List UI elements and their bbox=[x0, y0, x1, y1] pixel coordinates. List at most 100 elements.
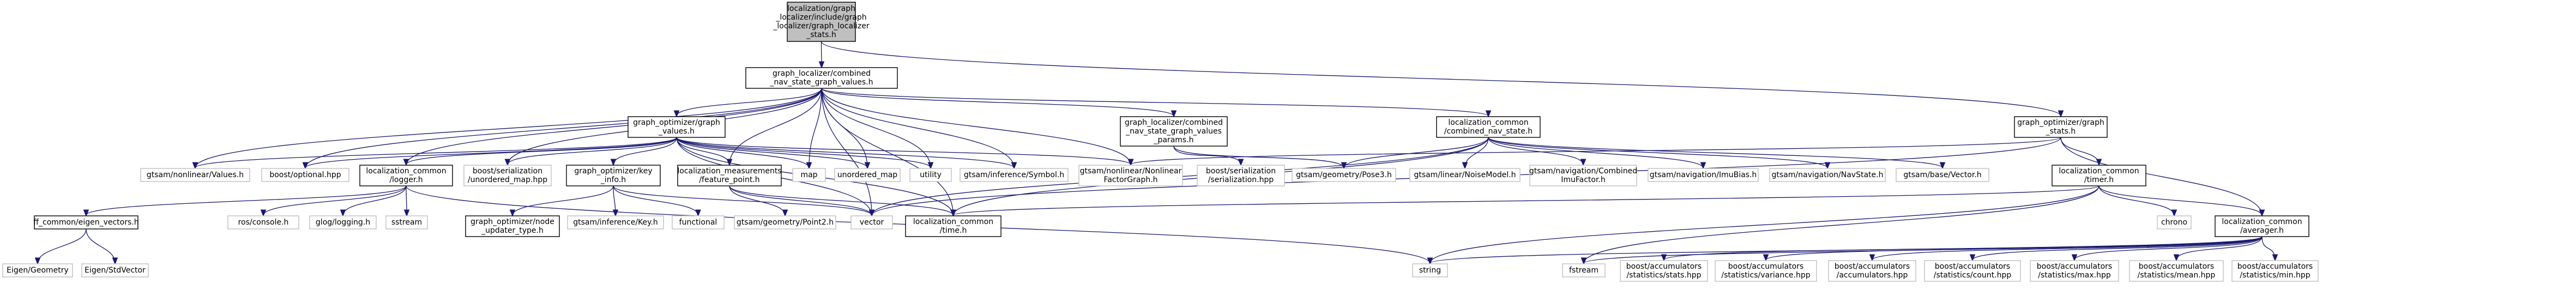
edge-cnv-values-to-vector bbox=[821, 88, 872, 215]
node-label-line: _stats.h bbox=[2046, 127, 2076, 136]
node-acc-mean[interactable]: boost/accumulators/statistics/mean.hpp bbox=[2129, 260, 2224, 282]
node-string[interactable]: string bbox=[1412, 263, 1448, 277]
node-map[interactable]: map bbox=[792, 168, 826, 182]
node-time-h[interactable]: localization_common/time.h bbox=[905, 215, 1002, 237]
node-logger[interactable]: localization_common/logger.h bbox=[359, 165, 453, 186]
node-label-line: boost/accumulators bbox=[2139, 262, 2214, 271]
node-fstream[interactable]: fstream bbox=[1562, 263, 1606, 277]
node-box bbox=[1896, 168, 1989, 182]
edge-cnv-values-to-logger bbox=[406, 88, 822, 165]
node-label-line: gtsam/navigation/ImuBias.h bbox=[1650, 171, 1757, 179]
node-lc-cnv-state[interactable]: localization_common/combined_nav_state.h bbox=[1436, 116, 1541, 138]
node-imubias[interactable]: gtsam/navigation/ImuBias.h bbox=[1648, 168, 1759, 182]
edge-logger-to-sstream bbox=[406, 185, 407, 215]
node-box bbox=[792, 168, 826, 182]
node-box bbox=[1562, 263, 1606, 277]
node-values-h[interactable]: gtsam/nonlinear/Values.h bbox=[140, 168, 250, 182]
node-label-line: /statistics/variance.hpp bbox=[1721, 271, 1810, 280]
edge-averager-to-acc-mean bbox=[2176, 236, 2263, 260]
node-feature-point[interactable]: localization_measurements/feature_point.… bbox=[677, 165, 782, 186]
node-label-line: boost/accumulators bbox=[1626, 262, 1702, 271]
node-eigen-stdvector[interactable]: Eigen/StdVector bbox=[81, 263, 149, 277]
node-box bbox=[1715, 260, 1817, 282]
node-root[interactable]: localization/graph_localizer/include/gra… bbox=[773, 2, 870, 42]
edge-go-values-to-map bbox=[676, 137, 809, 168]
node-acc-variance[interactable]: boost/accumulators/statistics/variance.h… bbox=[1715, 260, 1817, 282]
node-optional[interactable]: boost/optional.hpp bbox=[261, 168, 349, 182]
node-serialization[interactable]: boost/serialization/serialization.hpp bbox=[1197, 165, 1285, 186]
node-cnv-params[interactable]: graph_localizer/combined_nav_state_graph… bbox=[1120, 116, 1228, 147]
node-vector-h[interactable]: gtsam/base/Vector.h bbox=[1896, 168, 1989, 182]
node-box bbox=[677, 165, 782, 186]
edge-logger-to-glog bbox=[343, 185, 407, 215]
edge-averager-to-acc-max bbox=[2074, 236, 2263, 260]
node-key-h[interactable]: gtsam/inference/Key.h bbox=[567, 215, 664, 229]
edge-go-values-to-unordered-map bbox=[676, 137, 867, 168]
node-acc-stats[interactable]: boost/accumulators/statistics/stats.hpp bbox=[1620, 260, 1708, 282]
node-box bbox=[2014, 116, 2108, 138]
node-box bbox=[1197, 165, 1285, 186]
node-ff-eigen[interactable]: ff_common/eigen_vectors.h bbox=[33, 215, 139, 229]
node-box bbox=[1529, 165, 1637, 186]
node-point2[interactable]: gtsam/geometry/Point2.h bbox=[734, 215, 836, 229]
node-ros-console[interactable]: ros/console.h bbox=[227, 215, 299, 229]
node-node-updater[interactable]: graph_optimizer/node_updater_type.h bbox=[465, 215, 560, 237]
node-label-line: gtsam/nonlinear/Values.h bbox=[147, 171, 244, 179]
node-label-line: /feature_point.h bbox=[699, 176, 759, 184]
node-label-line: graph_optimizer/key bbox=[574, 167, 652, 176]
node-navstate[interactable]: gtsam/navigation/NavState.h bbox=[1769, 168, 1886, 182]
node-averager[interactable]: localization_common/averager.h bbox=[2215, 215, 2309, 237]
node-sstream[interactable]: sstream bbox=[385, 215, 428, 229]
node-go-values[interactable]: graph_optimizer/graph_values.h bbox=[628, 116, 726, 138]
node-box bbox=[2231, 260, 2319, 282]
node-label-line: unordered_map bbox=[837, 171, 897, 179]
node-acc-min[interactable]: boost/accumulators/statistics/min.hpp bbox=[2231, 260, 2319, 282]
edge-go-values-to-feature-point bbox=[676, 137, 729, 165]
node-label-line: localization_common bbox=[2059, 167, 2139, 176]
node-glog[interactable]: glog/logging.h bbox=[309, 215, 377, 229]
edge-go-values-to-key-info bbox=[613, 137, 677, 165]
edge-averager-to-acc-min bbox=[2261, 236, 2275, 260]
node-pose3[interactable]: gtsam/geometry/Pose3.h bbox=[1292, 168, 1396, 182]
node-unordered-map-hpp[interactable]: boost/serialization/unordered_map.hpp bbox=[463, 165, 552, 186]
node-box bbox=[463, 165, 552, 186]
node-noisemodel[interactable]: gtsam/linear/NoiseModel.h bbox=[1409, 168, 1521, 182]
node-go-stats[interactable]: graph_optimizer/graph_stats.h bbox=[2014, 116, 2108, 138]
node-label-line: graph_localizer/combined bbox=[1125, 118, 1223, 127]
edge-cnv-values-to-cnv-params bbox=[821, 88, 1174, 116]
node-label-line: _updater_type.h bbox=[481, 226, 544, 235]
node-label-line: /statistics/stats.hpp bbox=[1626, 271, 1701, 280]
node-box bbox=[1078, 165, 1183, 186]
edge-go-values-to-utility bbox=[676, 137, 931, 168]
edge-cnv-values-to-optional bbox=[305, 88, 822, 168]
node-label-line: boost/accumulators bbox=[1835, 262, 1910, 271]
edge-lc-cnv-state-to-vector-h bbox=[1488, 137, 1942, 168]
node-unordered-map[interactable]: unordered_map bbox=[834, 168, 901, 182]
node-eigen-geometry[interactable]: Eigen/Geometry bbox=[2, 263, 73, 277]
node-box bbox=[734, 215, 836, 229]
node-acc-count[interactable]: boost/accumulators/statistics/count.hpp bbox=[1924, 260, 2021, 282]
node-symbol[interactable]: gtsam/inference/Symbol.h bbox=[960, 168, 1069, 182]
nodes-layer: localization/graph_localizer/include/gra… bbox=[2, 2, 2319, 282]
node-label-line: localization_common bbox=[1448, 118, 1528, 127]
node-acc-max[interactable]: boost/accumulators/statistics/max.hpp bbox=[2030, 260, 2119, 282]
node-label-line: ff_common/eigen_vectors.h bbox=[33, 218, 138, 227]
node-cnv-values[interactable]: graph_localizer/combined_nav_state_graph… bbox=[745, 67, 898, 89]
node-timer[interactable]: localization_common/timer.h bbox=[2052, 165, 2146, 186]
edge-go-stats-to-averager bbox=[2060, 137, 2262, 215]
node-vector[interactable]: vector bbox=[850, 215, 893, 229]
node-functional[interactable]: functional bbox=[672, 215, 725, 229]
edge-logger-to-ros-console bbox=[263, 185, 407, 215]
edge-go-stats-to-nlfg bbox=[1131, 137, 2061, 165]
edge-root-to-go-stats bbox=[821, 41, 2061, 116]
node-acc-accumulators[interactable]: boost/accumulators/accumulators.hpp bbox=[1828, 260, 1916, 282]
node-label-line: /averager.h bbox=[2240, 226, 2284, 235]
edge-key-info-to-functional bbox=[613, 185, 698, 215]
node-utility[interactable]: utility bbox=[909, 168, 952, 182]
edge-go-values-to-unordered-map-hpp bbox=[508, 137, 677, 165]
node-key-info[interactable]: graph_optimizer/key_info.h bbox=[566, 165, 661, 186]
node-chrono[interactable]: chrono bbox=[2157, 215, 2192, 229]
node-label-line: map bbox=[800, 171, 817, 179]
